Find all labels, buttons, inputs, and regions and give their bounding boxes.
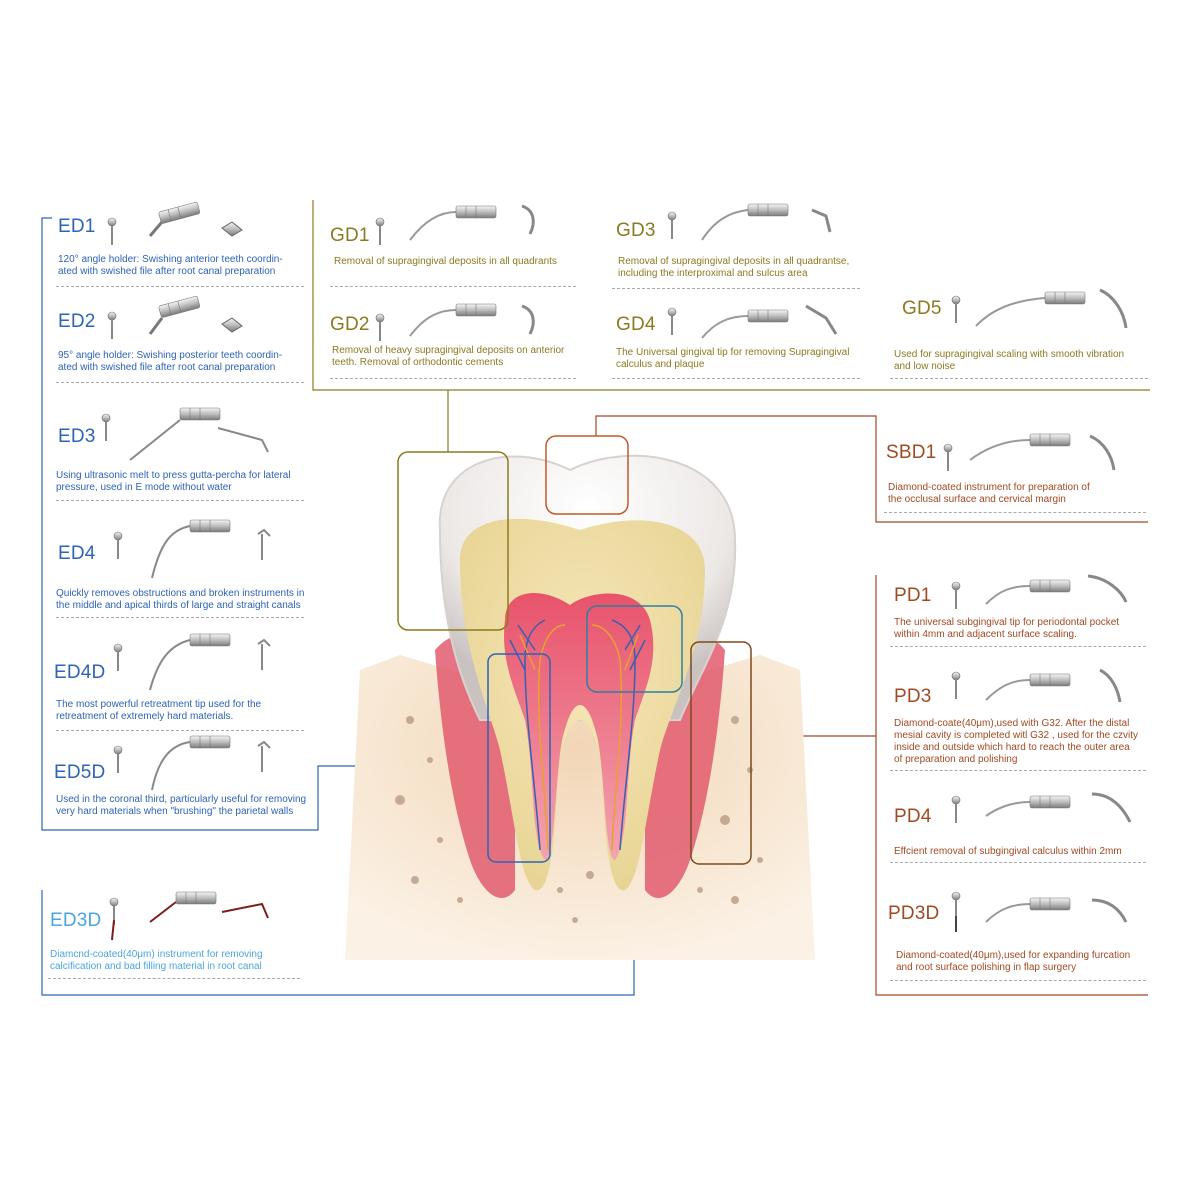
tip-code: ED1	[58, 216, 96, 237]
tip-code: SBD1	[886, 442, 937, 463]
tip-code: GD4	[616, 314, 656, 335]
tip-code: PD4	[894, 806, 932, 827]
tip-description: 120° angle holder: Swishing anterior tee…	[58, 254, 283, 277]
tip-code: GD1	[330, 225, 370, 246]
tip-description: Quickly removes obstructions and broken …	[56, 588, 305, 611]
tip-code: GD3	[616, 220, 656, 241]
gd2-tip-icon	[375, 303, 535, 342]
tip-code: GD5	[902, 298, 942, 319]
tip-description: 95° angle holder: Swishing posterior tee…	[58, 350, 283, 373]
tip-code: PD1	[894, 585, 932, 606]
tip-code: GD2	[330, 314, 370, 335]
tip-description: The most powerful retreatment tip used f…	[56, 699, 262, 722]
tip-description: The Universal gingival tip for removing …	[616, 347, 850, 370]
tip-code: ED4	[58, 543, 96, 564]
tip-code: ED4D	[54, 662, 106, 683]
gd1-tip-icon	[375, 204, 535, 246]
tooth-cross-section	[345, 435, 815, 960]
gd3-tip-icon	[667, 203, 832, 241]
tip-description: The universal subgingival tip for period…	[894, 617, 1120, 640]
ed2-tip-icon	[107, 295, 243, 340]
ed5d-tip-icon	[113, 735, 271, 791]
tip-code: ED3D	[50, 910, 102, 931]
tip-code: ED5D	[54, 762, 106, 783]
ed1-tip-icon	[107, 201, 243, 246]
tip-code: PD3D	[888, 903, 940, 924]
pd3d-tip-icon	[951, 891, 1128, 932]
ed4d-tip-icon	[113, 633, 271, 691]
tip-description: Diamond-coated instrument for preparatio…	[888, 482, 1090, 505]
ed3d-tip-icon	[109, 891, 269, 941]
tip-code: ED2	[58, 311, 96, 332]
pd1-tip-icon	[951, 574, 1128, 610]
tip-description: Using ultrasonic melt to press gutta-per…	[56, 470, 291, 493]
tip-description: Effcient removal of subgingival calculus…	[894, 846, 1122, 857]
gd4-tip-icon	[667, 304, 838, 339]
ed4-tip-icon	[113, 519, 271, 579]
pd3-tip-icon	[951, 668, 1122, 703]
sbd1-tip-icon	[943, 433, 1116, 472]
tip-description: Used for supragingival scaling with smoo…	[894, 349, 1125, 372]
pd4-tip-icon	[951, 792, 1132, 824]
tip-description: Removal of heavy supragingival deposits …	[332, 345, 565, 368]
gd5-tip-icon	[951, 288, 1128, 329]
tip-description: Diamcnd-coated(40μm) instrument for remo…	[50, 949, 263, 972]
tip-description: Removal of supragingival deposits in all…	[334, 256, 557, 267]
tip-description: Diamond-coated(40μm),used for expanding …	[896, 950, 1131, 973]
tip-description: Diamond-coate(40μm),used with G32. After…	[894, 718, 1138, 765]
tip-description: Removal of supragingival deposits in all…	[618, 256, 850, 279]
ed3-tip-icon	[101, 407, 269, 461]
tip-code: ED3	[58, 426, 96, 447]
tip-description: Used in the coronal third, particularly …	[56, 794, 307, 817]
tip-code: PD3	[894, 686, 932, 707]
